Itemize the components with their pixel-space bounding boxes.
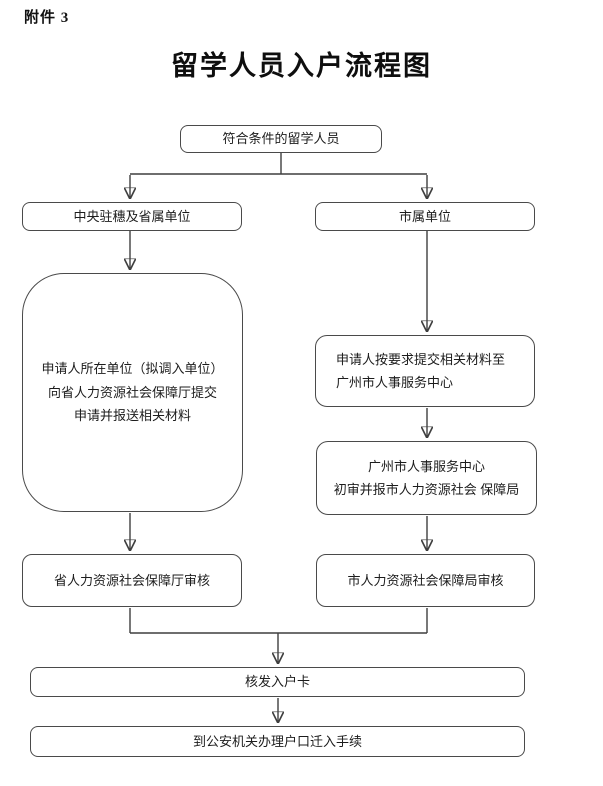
node-right-precheck: 广州市人事服务中心 初审并报市人力资源社会 保障局 (316, 441, 537, 515)
attachment-label: 附件 3 (24, 10, 70, 26)
page-title: 留学人员入户流程图 (171, 51, 432, 81)
node-branch-left-label: 中央驻穗及省属单位 (73, 208, 191, 224)
node-issue-card: 核发入户卡 (30, 667, 525, 697)
node-right-submit: 申请人按要求提交相关材料至 广州市人事服务中心 (315, 335, 535, 407)
node-issue-card-label: 核发入户卡 (244, 674, 310, 690)
node-right-submit-label: 申请人按要求提交相关材料至 广州市人事服务中心 (336, 351, 506, 390)
node-start-label: 符合条件的留学人员 (222, 131, 340, 147)
node-branch-left: 中央驻穗及省属单位 (22, 202, 242, 231)
node-final: 到公安机关办理户口迁入手续 (30, 726, 525, 757)
node-start: 符合条件的留学人员 (180, 125, 382, 153)
node-left-audit: 省人力资源社会保障厅审核 (22, 554, 242, 607)
node-right-audit-label: 市人力资源社会保障局审核 (347, 572, 504, 588)
node-right-audit: 市人力资源社会保障局审核 (316, 554, 535, 607)
node-branch-right: 市属单位 (315, 202, 535, 231)
node-left-audit-label: 省人力资源社会保障厅审核 (53, 572, 210, 588)
node-final-label: 到公安机关办理户口迁入手续 (192, 733, 362, 749)
node-left-submit-label: 申请人所在单位（拟调入单位） 向省人力资源社会保障厅提交 申请并报送相关材料 (41, 361, 224, 424)
node-left-submit: 申请人所在单位（拟调入单位） 向省人力资源社会保障厅提交 申请并报送相关材料 (22, 273, 243, 512)
node-right-precheck-label: 广州市人事服务中心 初审并报市人力资源社会 保障局 (333, 458, 520, 497)
node-branch-right-label: 市属单位 (398, 208, 451, 224)
connector-lines (129, 153, 428, 634)
